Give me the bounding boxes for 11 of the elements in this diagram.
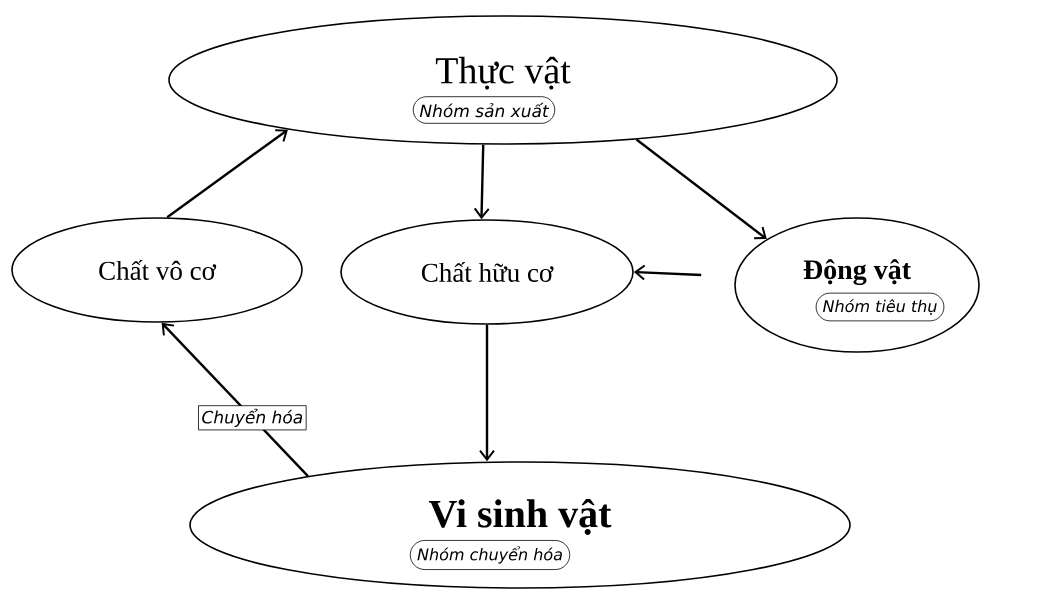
edge-label: Chuyển hóa — [198, 405, 307, 431]
arrow — [635, 138, 767, 240]
ellipse-node: Chất vô cơ — [11, 217, 303, 323]
arrow — [479, 324, 495, 462]
arrow — [166, 129, 288, 219]
arrow — [473, 144, 490, 220]
group-pill: Nhóm tiêu thụ — [815, 292, 945, 322]
arrow — [633, 264, 702, 281]
ellipse-node: Chất hữu cơ — [340, 219, 634, 325]
group-pill: Nhóm chuyển hóa — [409, 540, 571, 570]
group-pill: Nhóm sản xuất — [412, 96, 556, 124]
